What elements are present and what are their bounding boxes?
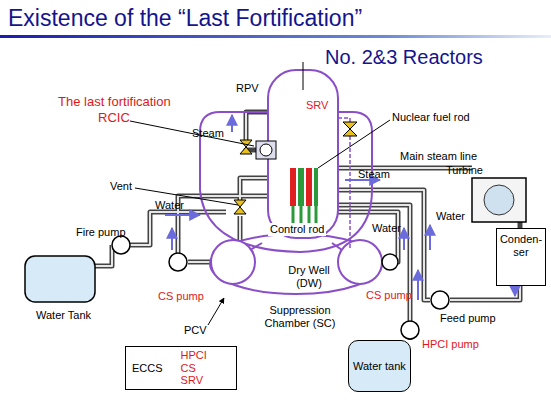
pump-label: HPCI pump bbox=[422, 338, 479, 351]
subtitle: No. 2&3 Reactors bbox=[325, 46, 483, 69]
pump-label: Feed pump bbox=[440, 312, 496, 325]
title-rule bbox=[0, 35, 551, 38]
flow-label: Water bbox=[155, 199, 184, 212]
part-label: Turbine bbox=[446, 164, 483, 177]
part-label: Fire pump bbox=[76, 226, 126, 239]
rcic-turbine bbox=[260, 144, 272, 156]
flow-label: Water bbox=[372, 222, 401, 235]
fuel-rod bbox=[290, 168, 296, 206]
legend-item: HPCI bbox=[181, 349, 207, 362]
condenser: Conden- ser bbox=[496, 228, 546, 286]
turbine bbox=[472, 178, 526, 222]
water-tank bbox=[25, 256, 95, 302]
node-text: Water tank bbox=[353, 360, 406, 373]
part-label: PCV bbox=[184, 324, 207, 337]
water-tank: Water tank bbox=[348, 340, 411, 392]
flow-label: Steam bbox=[358, 168, 390, 181]
rcic-valve bbox=[234, 200, 246, 214]
legend-box: ECCS HPCICSSRV bbox=[125, 346, 237, 390]
fuel-rod bbox=[306, 168, 312, 206]
part-label: RPV bbox=[236, 82, 259, 95]
part-label: Nuclear fuel rod bbox=[392, 111, 470, 124]
flow-label: Water bbox=[436, 210, 465, 223]
legend-list: HPCICSSRV bbox=[181, 349, 207, 387]
pump-label: CS pump bbox=[158, 290, 204, 303]
callout-title: RCIC bbox=[98, 111, 130, 126]
pumps bbox=[112, 236, 449, 339]
flow-arrows bbox=[165, 115, 515, 300]
node-text: Conden- ser bbox=[499, 233, 543, 258]
rcic-turbine bbox=[256, 141, 276, 159]
part-label: Control rod bbox=[268, 223, 326, 236]
rpv-leader bbox=[303, 62, 304, 90]
legend-item: CS bbox=[181, 362, 207, 375]
rcic-valve bbox=[240, 140, 252, 154]
part-label: Dry Well (DW) bbox=[278, 264, 340, 289]
part-label: Vent bbox=[110, 180, 132, 193]
leader-lines bbox=[130, 120, 390, 325]
pump-label: CS pump bbox=[366, 289, 412, 302]
fuel-rod bbox=[314, 168, 318, 206]
legend-item: SRV bbox=[181, 374, 207, 387]
legend-heading: ECCS bbox=[132, 362, 163, 375]
slide-title: Existence of the “Last Fortification” bbox=[8, 5, 362, 31]
flow-label: Steam bbox=[192, 127, 224, 140]
fuel-rod bbox=[298, 168, 304, 206]
rpv-vessel bbox=[268, 70, 338, 238]
part-label: Main steam line bbox=[400, 150, 477, 163]
part-label: SRV bbox=[306, 99, 328, 112]
part-label: Suppression Chamber (SC) bbox=[258, 304, 342, 329]
callout-title: The last fortification bbox=[58, 95, 171, 110]
srv-line bbox=[338, 118, 350, 250]
srv-valve bbox=[343, 122, 357, 136]
turbine-wheel bbox=[484, 185, 514, 215]
part-label: Water Tank bbox=[36, 309, 91, 322]
